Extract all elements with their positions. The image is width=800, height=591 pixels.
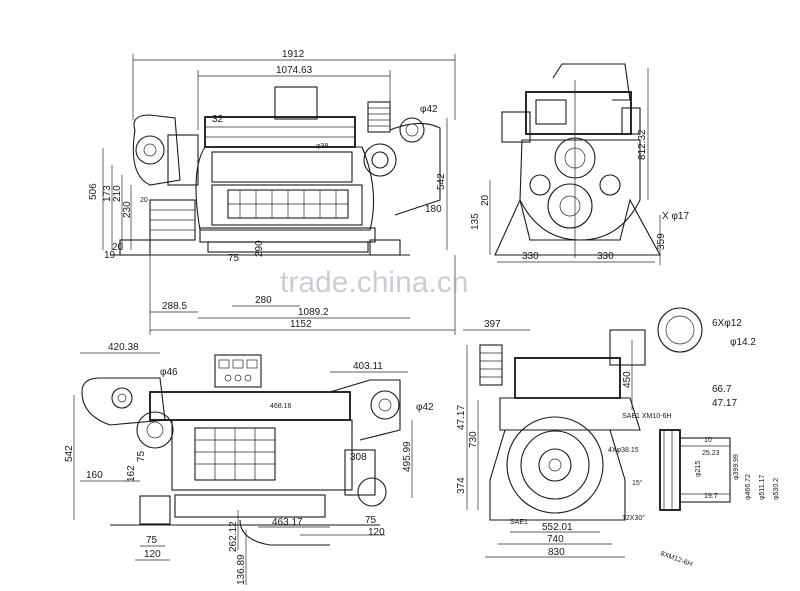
dim-230: 230 — [122, 201, 133, 218]
dim-1152: 1152 — [290, 319, 312, 330]
dim-280: 280 — [255, 295, 272, 306]
label-8xm12: 8XM12-6H — [659, 550, 693, 568]
front-view: 812.32 20 135 330 330 X φ17 359 — [470, 63, 689, 265]
dim-160: 160 — [86, 470, 103, 481]
dim-phi42: φ42 — [420, 104, 438, 115]
dim-10: 10 — [704, 437, 712, 444]
side-elevation-view: 1912 1074.63 φ42 32 φ38 — [88, 49, 456, 335]
dim-740: 740 — [547, 534, 564, 545]
dim-120-bottom: 120 — [144, 549, 161, 560]
label-sae1-xm10: SAE1 XM10-6H — [622, 413, 671, 420]
dim-75-vert: 75 — [136, 450, 147, 462]
label-sae1: SAE1 — [510, 519, 528, 526]
engine-block — [211, 151, 353, 183]
dim-25-23: 25.23 — [702, 450, 720, 457]
dim-20-bottom: 20 — [112, 242, 124, 253]
dim-420-38: 420.38 — [108, 342, 139, 353]
dim-830: 830 — [548, 547, 565, 558]
dim-290: 290 — [254, 240, 265, 257]
label-4x-phi38: 4Xφ38.15 — [608, 447, 639, 454]
dim-32: 32 — [212, 114, 224, 125]
dim-120-right: 120 — [368, 527, 385, 538]
dim-phi42-rear: φ42 — [416, 402, 434, 413]
dim-173: 173 — [102, 185, 113, 202]
dim-1089-2: 1089.2 — [298, 307, 329, 318]
dim-288-5: 288.5 — [162, 301, 187, 312]
dim-812-32: 812.32 — [637, 129, 648, 160]
watermark: trade.china.cn — [280, 266, 468, 299]
dim-463-17: 463.17 — [272, 517, 303, 528]
dim-359: 359 — [656, 233, 667, 250]
dim-495-99: 495.99 — [402, 441, 413, 472]
dim-403-11: 403.11 — [353, 361, 383, 372]
dim-262-12: 262.12 — [228, 521, 239, 552]
dim-542-side: 542 — [436, 173, 447, 190]
instrument-panel — [214, 354, 262, 388]
dim-phi14-2: φ14.2 — [730, 337, 756, 348]
dim-330-right: 330 — [597, 251, 614, 262]
dim-20-front: 20 — [480, 194, 491, 206]
dim-phi46: φ46 — [160, 367, 178, 378]
dim-374: 730 — [468, 431, 479, 448]
dim-136-89: 136.89 — [236, 554, 247, 585]
dim-12x30deg: 12X30° — [622, 514, 645, 522]
dim-6x-phi12: 6Xφ12 — [712, 318, 742, 329]
turbo-outlet — [370, 390, 400, 420]
flywheel-housing — [506, 416, 604, 514]
dim-x-phi17: X φ17 — [662, 211, 689, 222]
dim-397: 397 — [484, 319, 501, 330]
dim-542-rear: 542 — [64, 445, 75, 462]
dim-1912: 1912 — [282, 49, 305, 60]
dim-15deg: 15° — [632, 479, 643, 487]
dim-phi38: φ38 — [316, 143, 328, 150]
air-box — [274, 86, 318, 120]
dim-19-7: 19.7 — [704, 493, 718, 500]
dim-phi466-72: φ466.72 — [745, 474, 752, 500]
dim-330-left: 330 — [522, 251, 539, 262]
dim-20-left: 20 — [140, 197, 148, 204]
dim-180: 180 — [425, 204, 442, 215]
flange-section-detail — [659, 429, 681, 511]
turbocharger — [367, 101, 391, 133]
dim-162: 162 — [126, 465, 137, 482]
dim-1074-63: 1074.63 — [276, 65, 313, 76]
dim-135-front: 135 — [470, 213, 481, 230]
dim-phi511-17: φ511.17 — [759, 474, 766, 500]
cylinder-head — [525, 91, 632, 135]
dim-210: 210 — [112, 185, 123, 202]
exhaust-outlet — [111, 387, 133, 409]
front-pulley — [135, 135, 165, 165]
dim-450: 450 — [622, 371, 633, 388]
exhaust-flange-top — [657, 307, 703, 353]
dim-75-bottom: 75 — [146, 535, 158, 546]
dim-47-17: 47.17 — [712, 398, 737, 409]
dim-phi215: φ215 — [695, 461, 702, 477]
dim-75-right: 75 — [365, 515, 377, 526]
dim-468-16: 468.16 — [270, 403, 292, 410]
air-filter — [479, 344, 503, 386]
engine-block-rear — [171, 419, 353, 491]
dim-506: 506 — [88, 183, 99, 200]
rear-side-elevation-view: 420.38 φ46 403.11 φ42 468. — [64, 342, 434, 585]
dim-phi530-2: φ530.2 — [773, 478, 780, 500]
exhaust-flange — [399, 117, 425, 143]
dim-19: 19 — [104, 250, 116, 261]
crank-pulley — [547, 183, 593, 229]
dim-75-side: 75 — [228, 253, 240, 264]
dim-135-rear: 374 — [456, 477, 467, 494]
dim-552-01: 552.01 — [542, 522, 573, 533]
dim-730: 47.17 — [456, 405, 467, 430]
rear-view: 397 6Xφ12 φ14.2 47.17 730 374 450 66.7 4… — [456, 307, 780, 568]
dim-308: 308 — [350, 452, 367, 463]
dim-66-7: 66.7 — [712, 384, 732, 395]
dim-phi399-99: φ399.99 — [733, 454, 740, 480]
